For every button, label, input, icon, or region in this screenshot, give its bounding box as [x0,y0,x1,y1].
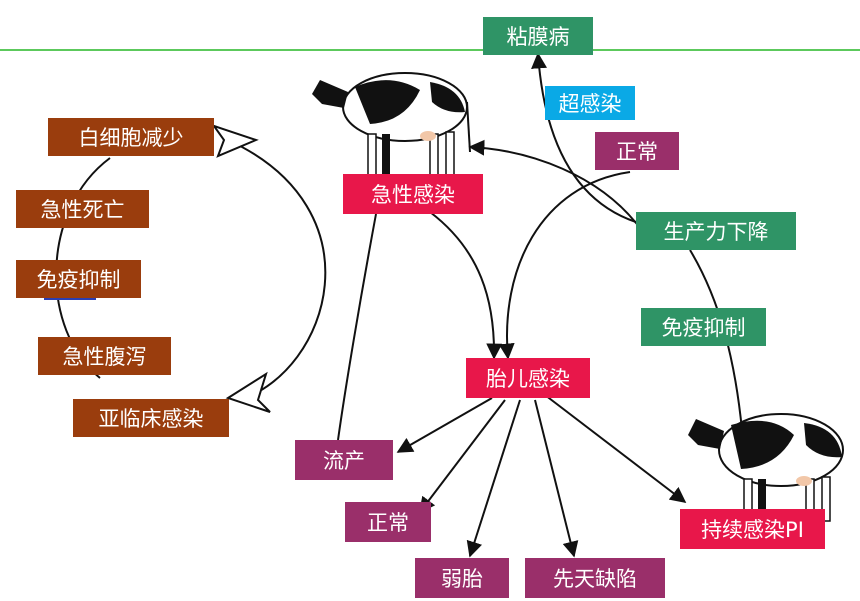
box-immunosuppression-right: 免疫抑制 [641,308,766,346]
box-acute-death: 急性死亡 [16,190,149,228]
box-leukopenia: 白细胞减少 [48,118,214,156]
cow-image-bottom [688,413,844,522]
arrow-fetal-to-pi [544,394,687,503]
arrow-normal-to-fetal [498,171,631,360]
box-normal-outcome: 正常 [345,502,431,542]
cycle-arrowhead-bottom [225,371,271,413]
box-congenital-defect: 先天缺陷 [525,558,665,598]
box-superinfection: 超感染 [545,86,635,120]
arrow-productivity-to-mucosal [531,52,651,227]
underline-mark [44,298,96,300]
cow-image-top [312,72,471,179]
box-productivity-decline: 生产力下降 [636,212,796,250]
box-immunosuppression-left: 免疫抑制 [16,260,141,298]
box-subclinical-infection: 亚临床感染 [73,399,229,437]
box-acute-infection: 急性感染 [343,174,483,214]
arrow-productivity-to-acute [468,139,641,229]
cycle-arrowhead-top [211,124,259,158]
box-abortion: 流产 [295,440,393,480]
cycle-arc-right [227,139,327,401]
box-acute-diarrhea: 急性腹泻 [38,337,171,375]
arrow-fetal-to-defect [534,399,579,558]
arrow-fetal-to-normal [419,399,506,514]
box-persistent-infection: 持续感染PI [680,509,825,549]
box-weak-calf: 弱胎 [415,558,509,598]
arrow-acute-to-fetal [429,211,503,360]
arrow-fetal-to-weak [466,399,521,558]
arrow-fetal-to-abortion [396,397,493,453]
line-acute-to-abortion [337,213,377,441]
box-fetal-infection: 胎儿感染 [466,358,590,398]
box-normal-top: 正常 [595,132,679,170]
box-mucosal-disease: 粘膜病 [483,17,593,55]
